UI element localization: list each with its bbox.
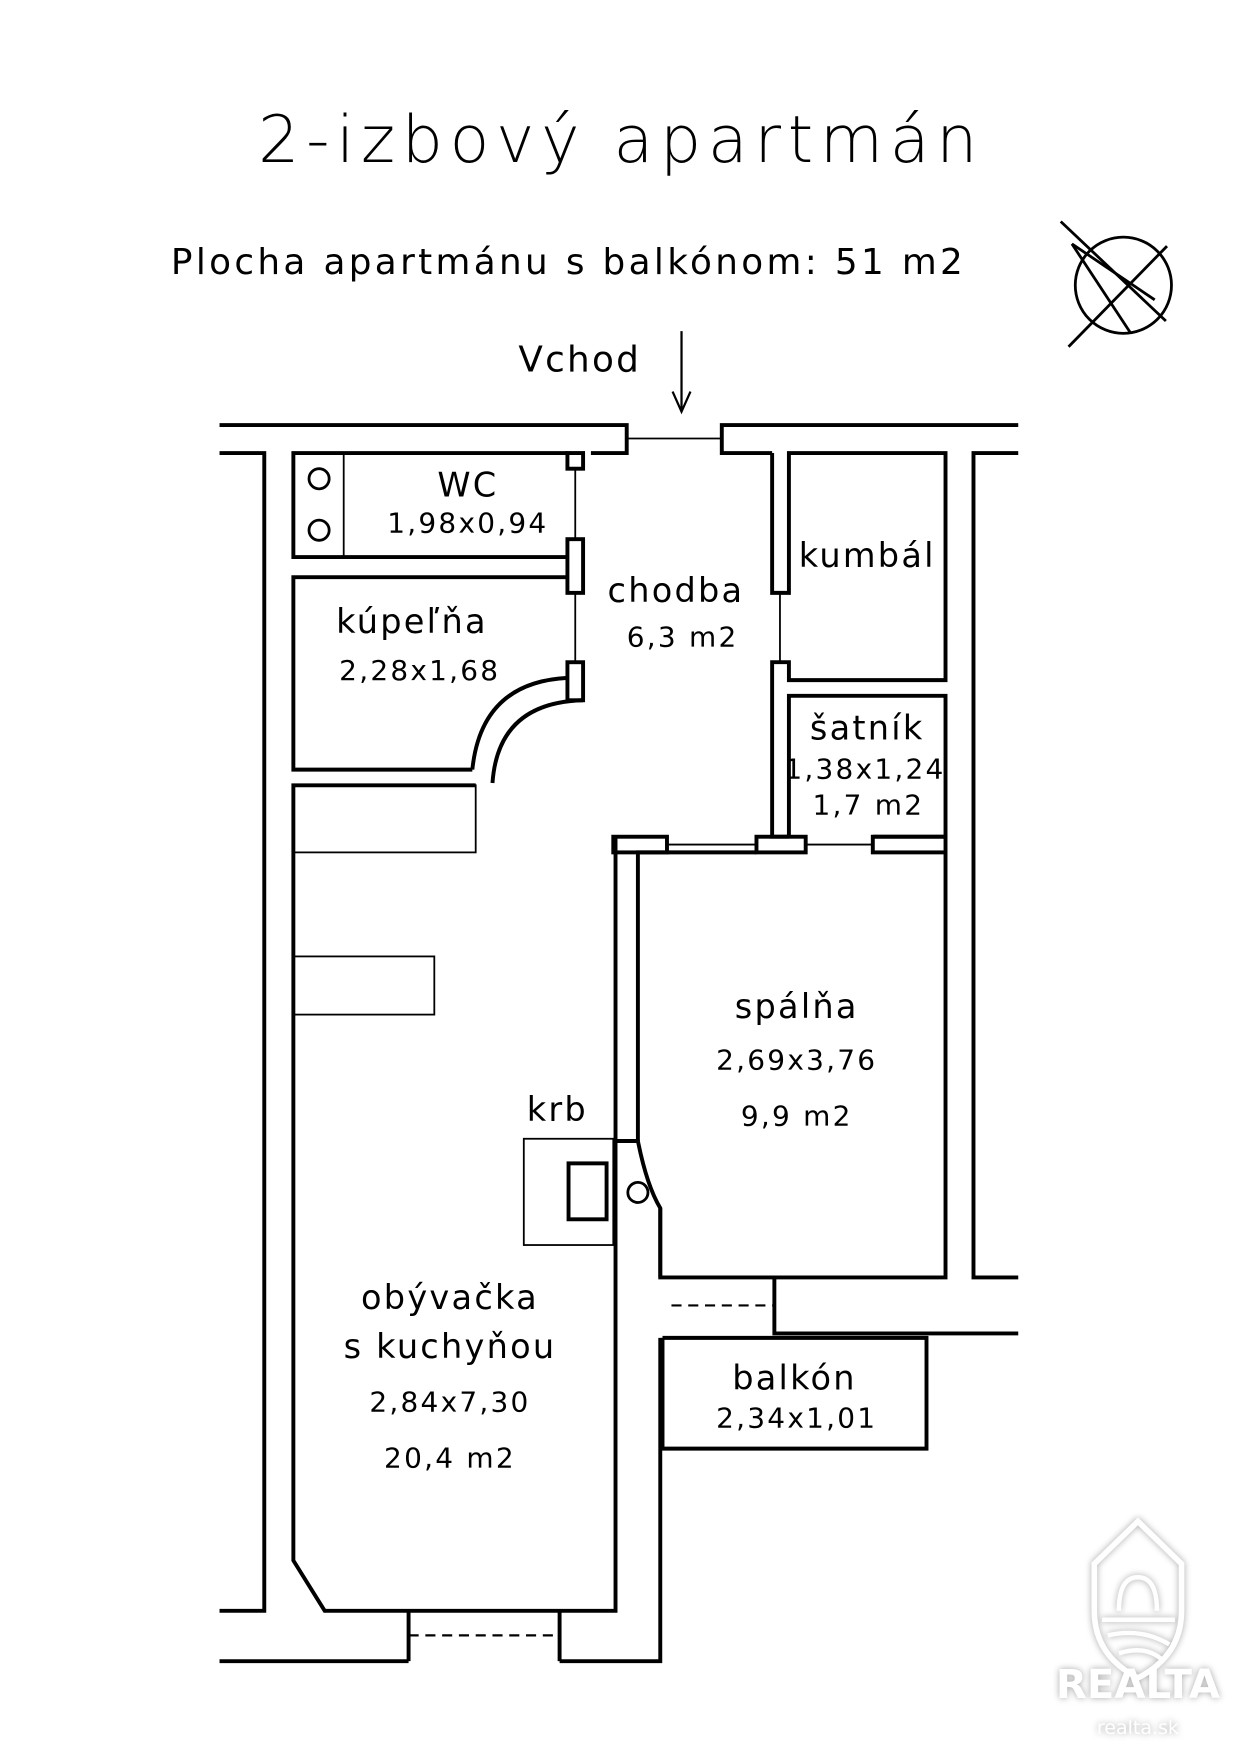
entrance-label: Vchod: [518, 339, 641, 380]
room-storage: kumbál: [770, 451, 948, 839]
wardrobe-label: šatník: [810, 708, 925, 747]
bathroom-dims: 2,28x1,68: [339, 654, 500, 687]
hallway-label: chodba: [608, 571, 745, 610]
toilet-fixture-icon: [307, 467, 331, 491]
entrance-arrow-icon: [671, 331, 692, 415]
fireplace-icon: [522, 1137, 615, 1246]
room-hallway: chodba 6,3 m2: [608, 571, 745, 654]
logo-brand: REALTA: [1056, 1662, 1220, 1708]
room-balcony: balkón 2,34x1,01: [660, 1335, 929, 1451]
living-label-line1: obývačka: [361, 1278, 539, 1317]
chimney-icon: [626, 1180, 650, 1204]
area-summary: Plocha apartmánu s balkónom: 51 m2: [171, 242, 966, 283]
room-bedroom: spálňa 2,69x3,76 9,9 m2: [611, 834, 948, 1280]
wardrobe-dims: 1,38x1,24: [784, 753, 945, 786]
logo-url: realta.sk: [1097, 1717, 1179, 1739]
fireplace-label: krb: [527, 1090, 588, 1129]
wc-label: WC: [437, 466, 498, 505]
north-arrow-icon: [1059, 220, 1173, 348]
living-label-line2: s kuchyňou: [344, 1327, 557, 1366]
bedroom-dims: 2,69x3,76: [716, 1043, 877, 1076]
walls: [219, 423, 1019, 1664]
room-wc: WC 1,98x0,94: [291, 451, 586, 595]
room-bathroom: kúpeľňa 2,28x1,68: [291, 575, 586, 784]
room-wardrobe: šatník 1,38x1,24 1,7 m2: [754, 693, 948, 855]
hallway-area: 6,3 m2: [627, 621, 739, 654]
balcony-label: balkón: [732, 1358, 857, 1397]
room-living: krb obývačka s kuchyňou 2,84x7,30 20,4 m…: [291, 783, 663, 1613]
bedroom-label: spálňa: [735, 987, 859, 1026]
realta-logo: REALTA realta.sk: [1056, 1517, 1220, 1739]
wardrobe-area: 1,7 m2: [812, 788, 924, 821]
wc-dims: 1,98x0,94: [387, 506, 548, 539]
storage-label: kumbál: [799, 536, 936, 575]
plan-title: 2-izbový apartmán: [258, 103, 984, 178]
living-dims: 2,84x7,30: [369, 1386, 530, 1419]
living-area: 20,4 m2: [384, 1442, 516, 1475]
bathroom-label: kúpeľňa: [336, 602, 488, 641]
balcony-dims: 2,34x1,01: [716, 1401, 877, 1434]
bedroom-area: 9,9 m2: [741, 1099, 853, 1132]
sink-fixture-icon: [307, 518, 331, 542]
